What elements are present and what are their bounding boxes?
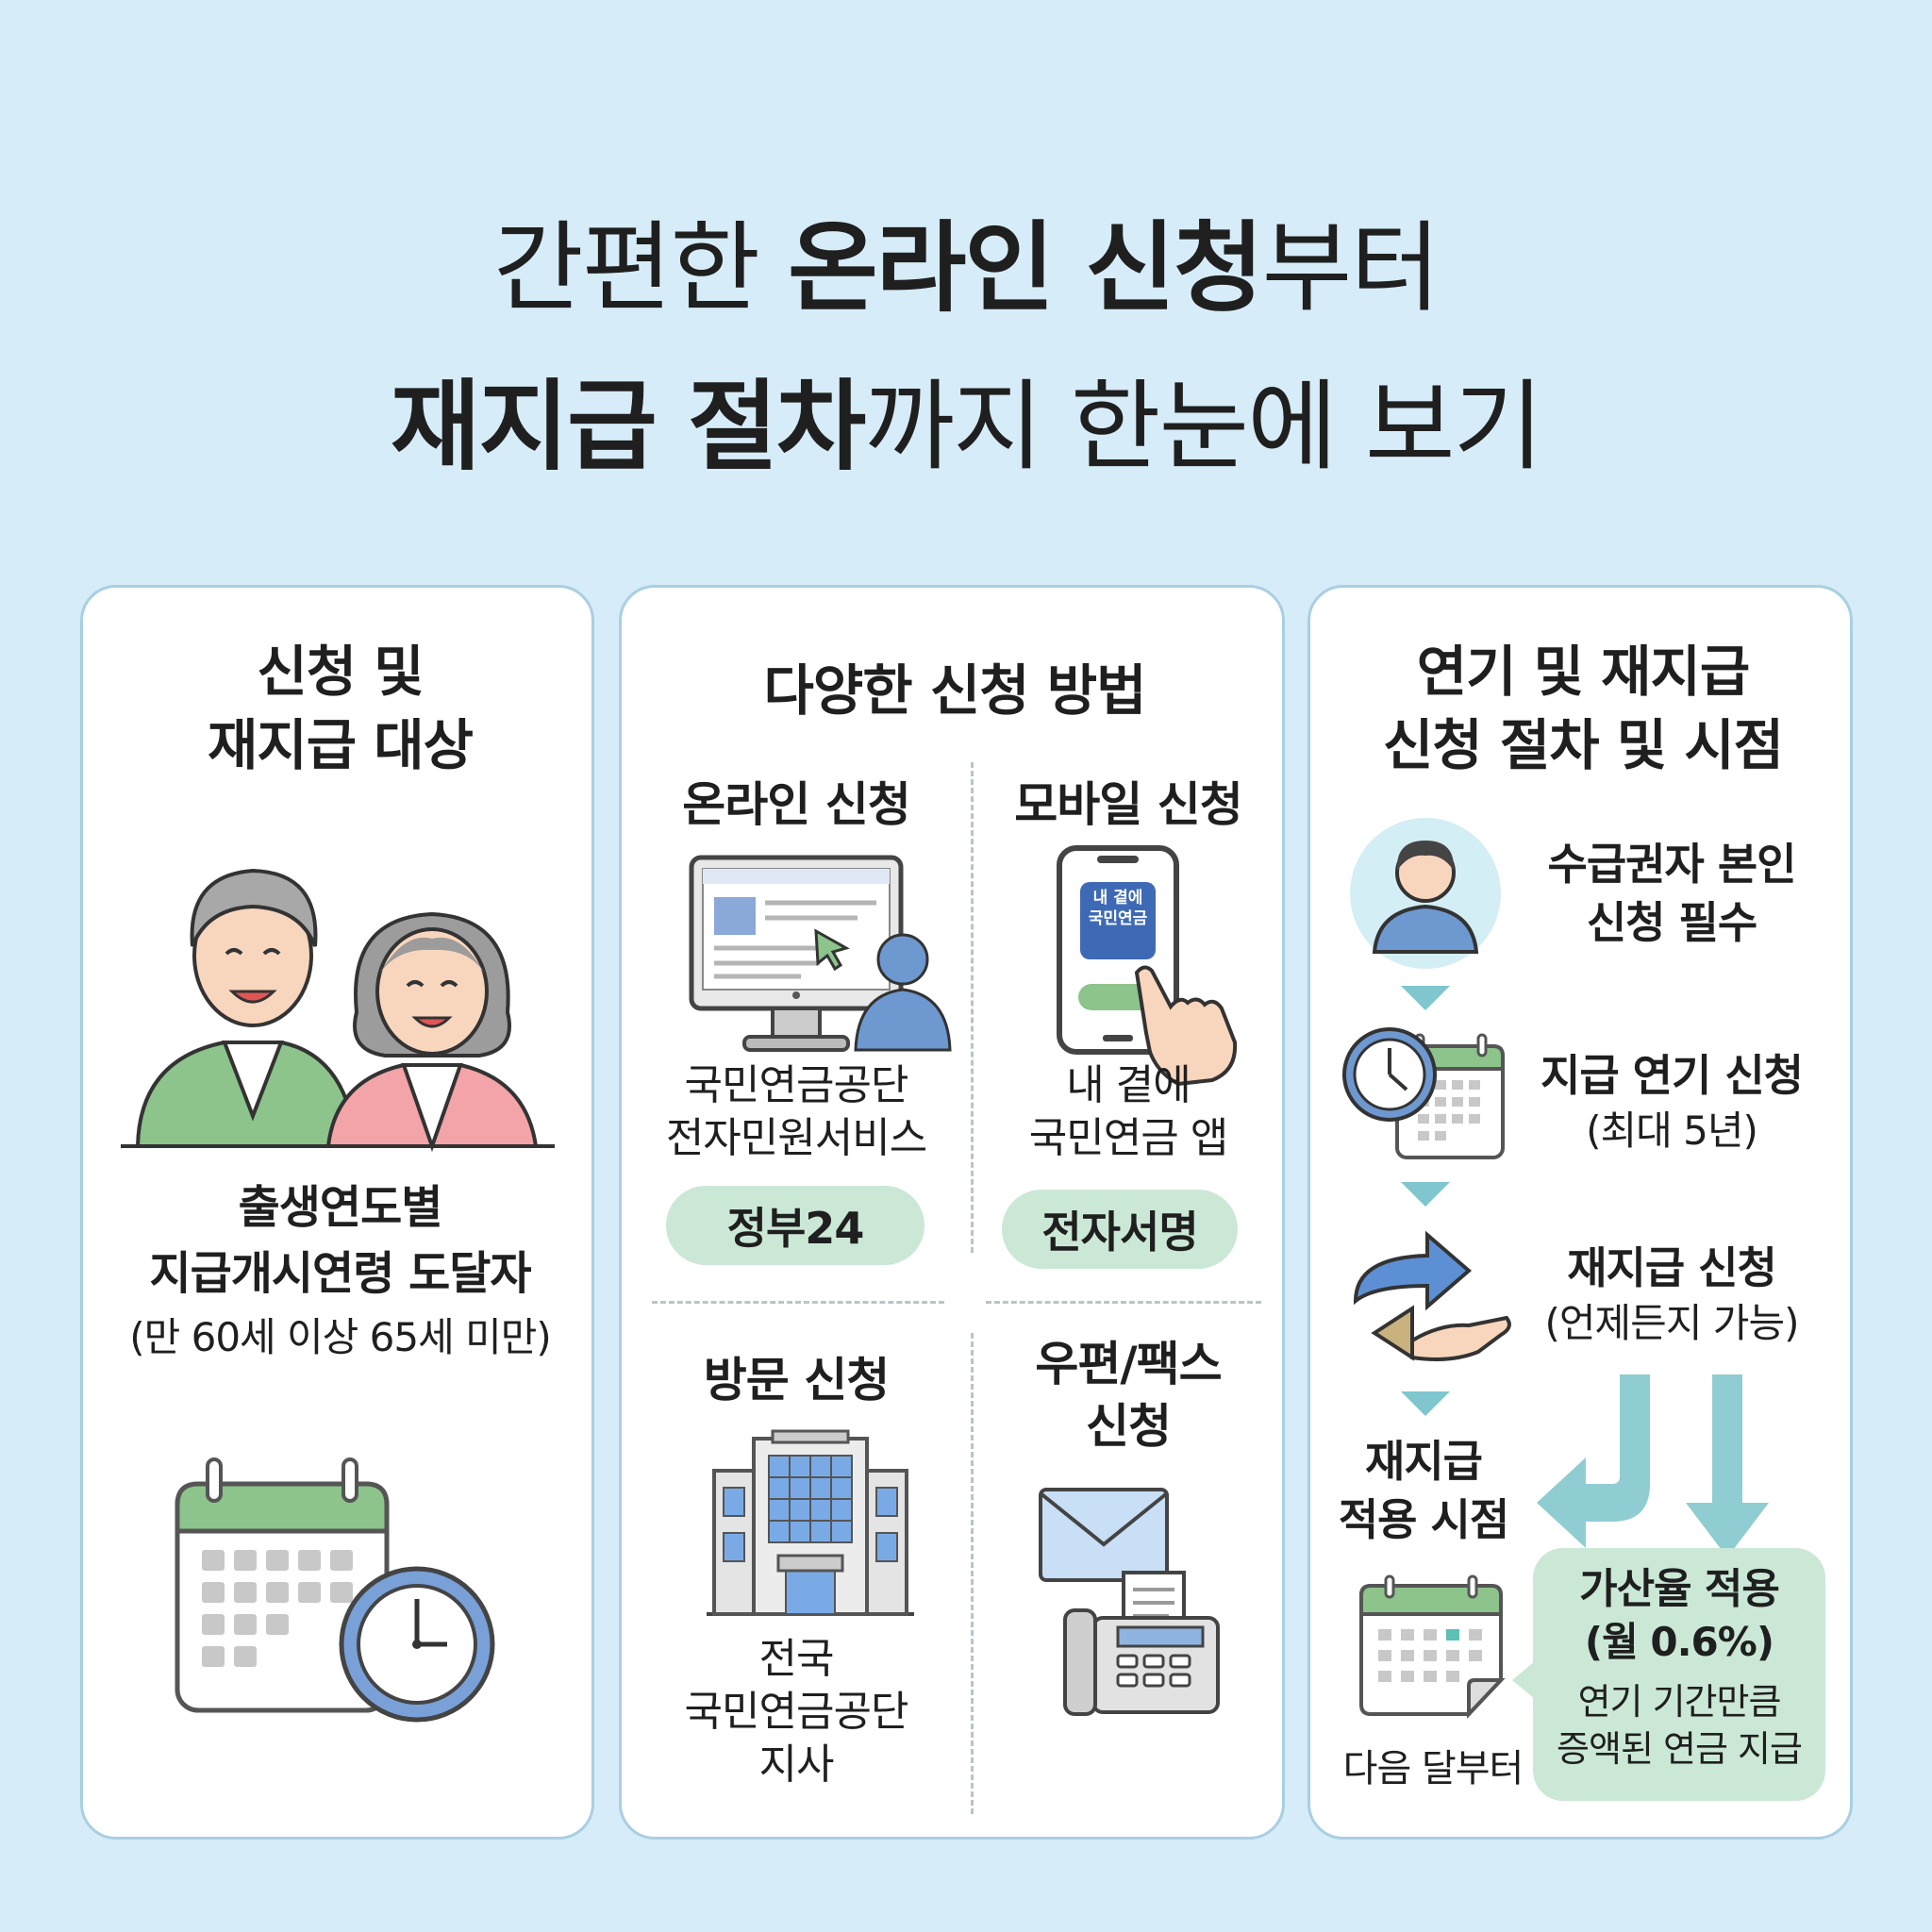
office-building-icon	[707, 1429, 914, 1616]
calendar-clock-icon	[175, 1457, 495, 1723]
age-range-note: (만 60세 이상 65세 미만)	[129, 1314, 552, 1360]
visit-method-desc: 전국 국민연금공단 지사	[684, 1635, 909, 1789]
mail-fax-method-title: 우편/팩스 신청	[1035, 1337, 1222, 1454]
calendar-icon	[1359, 1574, 1506, 1720]
page-title: 간편한 온라인 신청부터 재지급 절차까지 한눈에 보기	[0, 189, 1932, 506]
divider	[986, 1301, 1261, 1304]
person-icon	[1350, 818, 1501, 969]
eligibility-target: 출생연도별 지급개시연령 도달자 (만 60세 이상 65세 미만)	[83, 1174, 597, 1369]
visit-method-title: 방문 신청	[703, 1353, 890, 1407]
methods-panel: 다양한 신청 방법 온라인 신청 국민연금공단 전자민원서비스 정부24 모바일…	[619, 585, 1285, 1840]
next-month-label: 다음 달부터	[1342, 1747, 1524, 1790]
computer-icon	[689, 855, 952, 1052]
smartphone-icon	[1057, 845, 1238, 1087]
step-self-application: 수급권자 본인 신청 필수	[1547, 839, 1797, 948]
procedure-panel: 연기 및 재지급 신청 절차 및 시점 수급권자 본인 신청 필수 지급 연기 …	[1307, 585, 1853, 1840]
divider	[971, 762, 974, 1253]
title-line-1: 간편한 온라인 신청부터	[492, 210, 1441, 325]
divider	[971, 1333, 974, 1814]
eligibility-heading: 신청 및 재지급 대상	[208, 640, 474, 777]
divider	[652, 1301, 944, 1304]
eligibility-panel: 신청 및 재지급 대상 출생연도별 지급개시연령 도달자 (만 60세 이상 6…	[80, 585, 594, 1840]
increase-rate-callout: 가산율 적용 (월 0.6%) 연기 기간만큼 증액된 연금 지급	[1512, 1548, 1825, 1801]
mobile-method-title: 모바일 신청	[1014, 777, 1242, 832]
methods-heading: 다양한 신청 방법	[763, 658, 1147, 723]
step-repayment-application: 재지급 신청 (언제든지 가능)	[1544, 1242, 1800, 1346]
flow-arrow-icon	[1401, 986, 1450, 1010]
mail-fax-icon	[1039, 1488, 1220, 1716]
hand-arrow-icon	[1353, 1230, 1511, 1361]
title-line-2: 재지급 절차까지 한눈에 보기	[390, 369, 1543, 484]
procedure-heading: 연기 및 재지급 신청 절차 및 시점	[1382, 640, 1784, 777]
step-deferral-application: 지급 연기 신청 (최대 5년)	[1541, 1050, 1804, 1154]
online-method-title: 온라인 신청	[682, 777, 910, 832]
flow-arrow-icon	[1401, 1391, 1450, 1416]
app-logo-label: 내 곁에 국민연금	[1088, 889, 1148, 928]
elderly-couple-icon	[121, 868, 555, 1153]
repayment-timing-title: 재지급 적용 시점	[1338, 1436, 1509, 1545]
e-signature-badge: 전자서명	[1002, 1190, 1238, 1269]
gov24-badge: 정부24	[666, 1186, 924, 1265]
online-method-desc: 국민연금공단 전자민원서비스	[665, 1061, 927, 1162]
converging-arrows-icon	[1537, 1374, 1769, 1557]
mobile-method-desc: 내 곁에 국민연금 앱	[1028, 1061, 1228, 1162]
clock-calendar-icon	[1342, 1027, 1505, 1159]
flow-arrow-icon	[1401, 1182, 1450, 1207]
